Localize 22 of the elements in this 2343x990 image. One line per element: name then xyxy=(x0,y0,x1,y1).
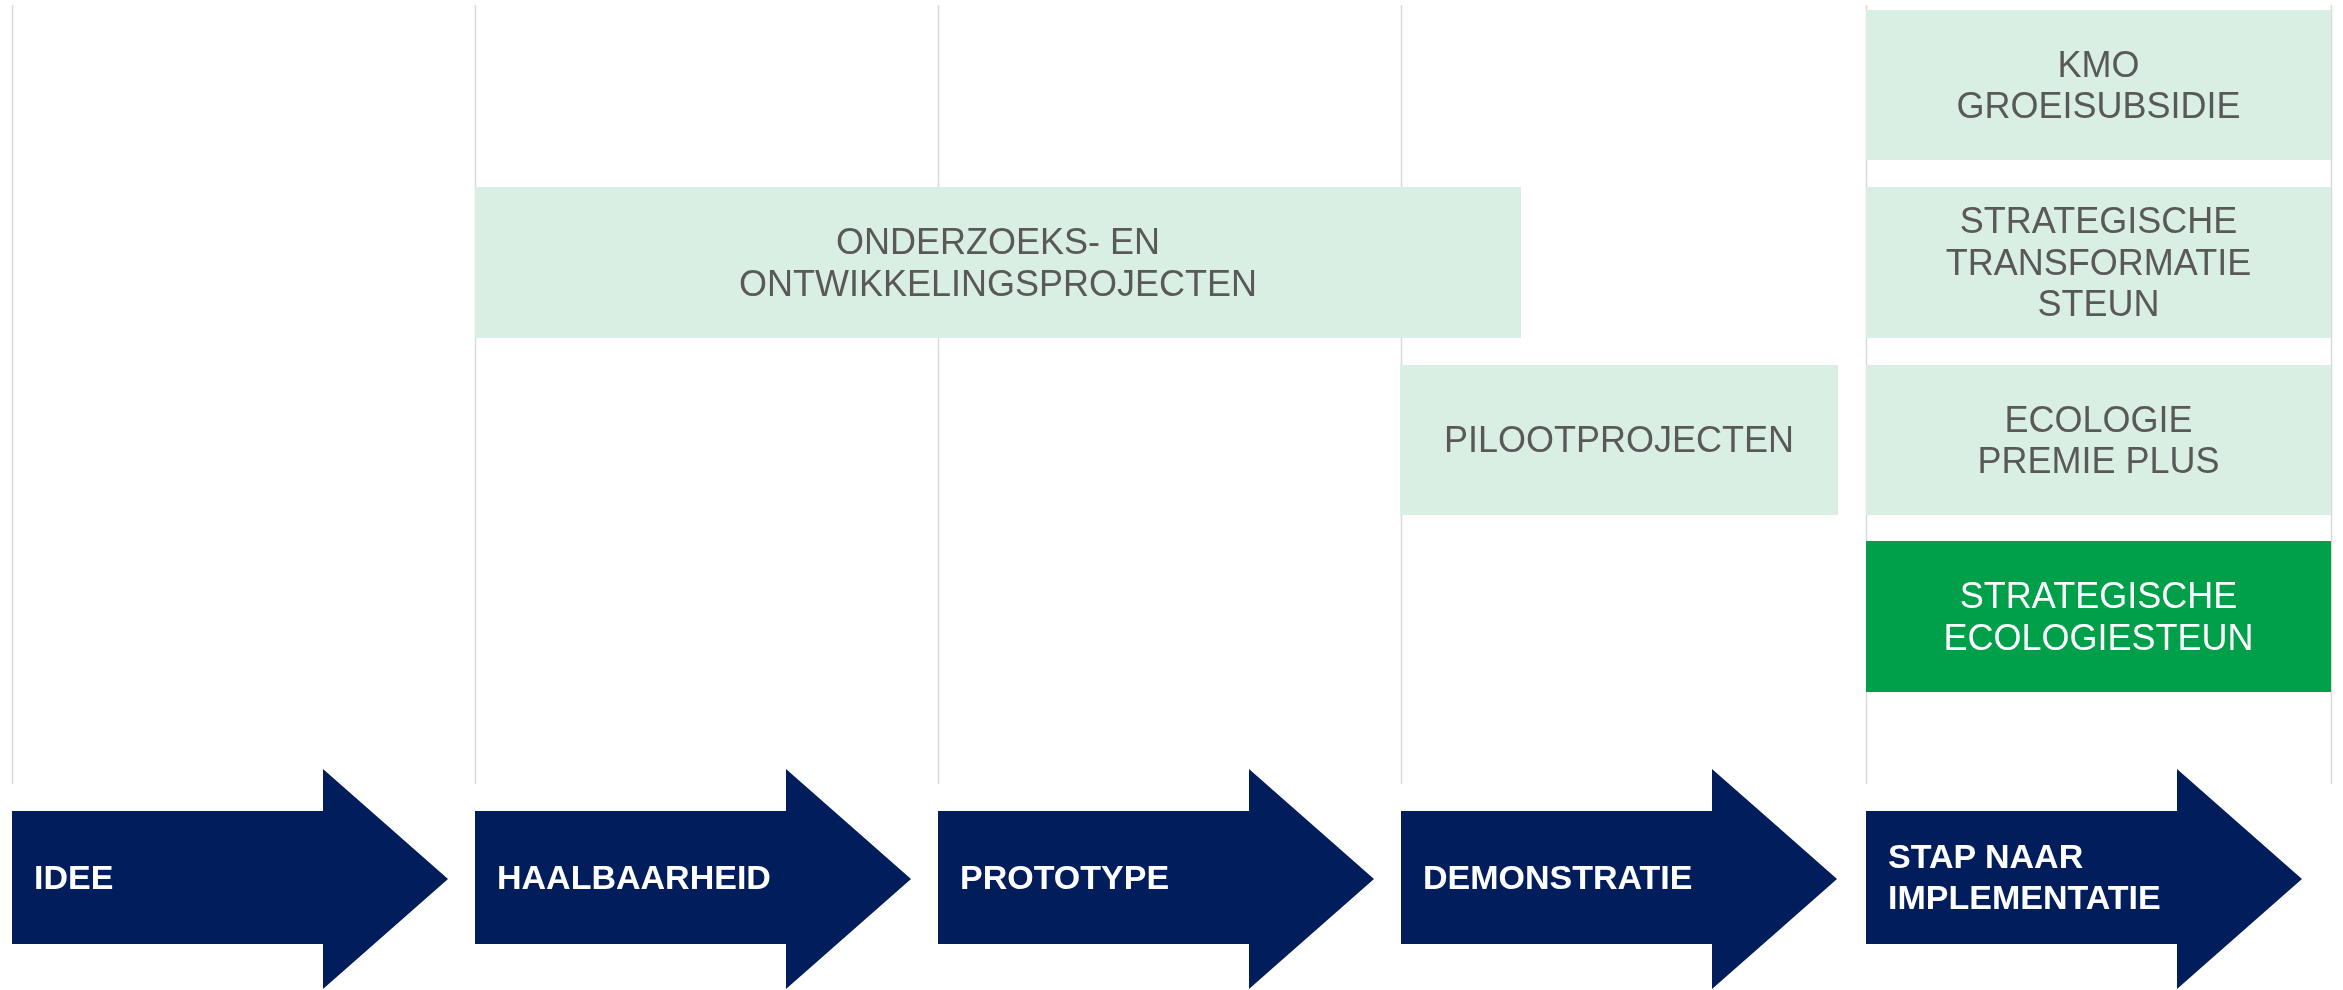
process-step xyxy=(475,769,911,989)
funding-box xyxy=(475,187,1521,338)
funding-box xyxy=(1866,187,2331,338)
funding-label: STRATEGISCHE TRANSFORMATIE STEUN xyxy=(1944,200,2253,325)
funding-box xyxy=(1866,10,2331,160)
process-step xyxy=(1866,769,2302,989)
process-step xyxy=(12,769,448,989)
phase-label: DEMONSTRATIE xyxy=(1423,856,1694,898)
phase-label: STAP NAAR IMPLEMENTATIE xyxy=(1888,836,2162,918)
funding-box xyxy=(1400,365,1838,515)
phase-label: IDEE xyxy=(34,856,115,898)
funding-label: ECOLOGIE PREMIE PLUS xyxy=(1976,398,2221,482)
phase-label: HAALBAARHEID xyxy=(497,856,772,898)
funding-box xyxy=(1866,541,2331,692)
process-step xyxy=(1401,769,1837,989)
phase-label: PROTOTYPE xyxy=(960,856,1171,898)
funding-box xyxy=(1866,365,2331,515)
process-step xyxy=(938,769,1374,989)
funding-label: STRATEGISCHE ECOLOGIESTEUN xyxy=(1942,575,2255,658)
funding-label: ONDERZOEKS- EN ONTWIKKELINGSPROJECTEN xyxy=(737,221,1259,304)
funding-label: KMO GROEISUBSIDIE xyxy=(1955,43,2242,127)
funding-label: PILOOTPROJECTEN xyxy=(1443,419,1795,461)
